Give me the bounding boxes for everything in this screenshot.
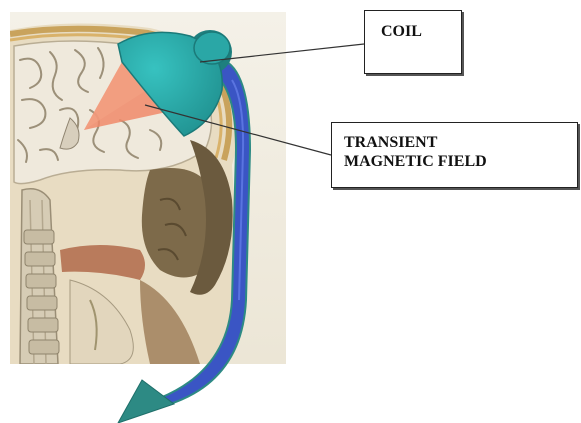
- coil-label-box: COIL: [364, 10, 462, 74]
- coil-label: COIL: [381, 22, 461, 41]
- cable-arrowhead: [118, 380, 174, 423]
- field-label-line2: MAGNETIC FIELD: [344, 152, 577, 171]
- magnetic-field-label-box: TRANSIENT MAGNETIC FIELD: [331, 122, 578, 188]
- field-label-line1: TRANSIENT: [344, 133, 577, 152]
